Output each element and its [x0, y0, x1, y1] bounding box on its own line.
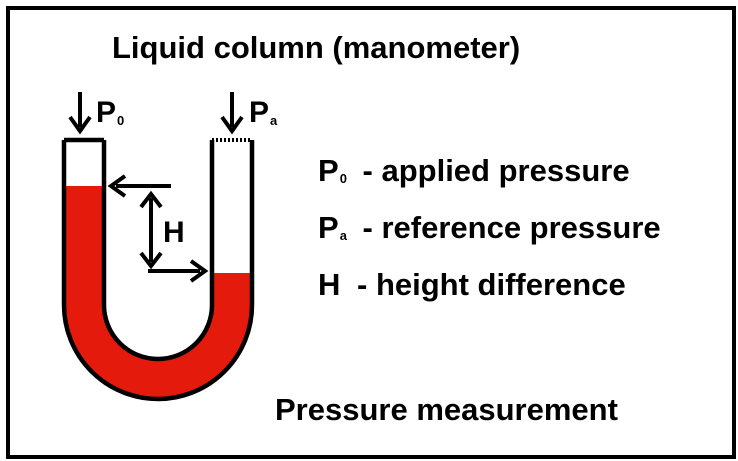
- legend-reference-pressure: Pa - reference pressure: [318, 210, 661, 245]
- liquid-column: [64, 186, 252, 399]
- reference-pressure-arrow-icon: [220, 92, 244, 135]
- applied-pressure-arrow-icon: [68, 92, 92, 135]
- footer-caption: Pressure measurement: [275, 392, 618, 427]
- legend-applied-pressure: P0 - applied pressure: [318, 153, 630, 188]
- left-level-arrow-icon: [107, 174, 171, 198]
- diagram-title: Liquid column (manometer): [112, 30, 521, 65]
- right-pressure-symbol: Pa: [249, 96, 278, 129]
- legend-height-difference: H - height difference: [318, 267, 626, 302]
- u-tube-outline: [61, 137, 255, 402]
- height-difference-arrow-icon: [139, 190, 163, 270]
- left-pressure-symbol: P0: [96, 96, 124, 129]
- right-level-arrow-icon: [148, 259, 209, 283]
- height-symbol: H: [163, 216, 185, 249]
